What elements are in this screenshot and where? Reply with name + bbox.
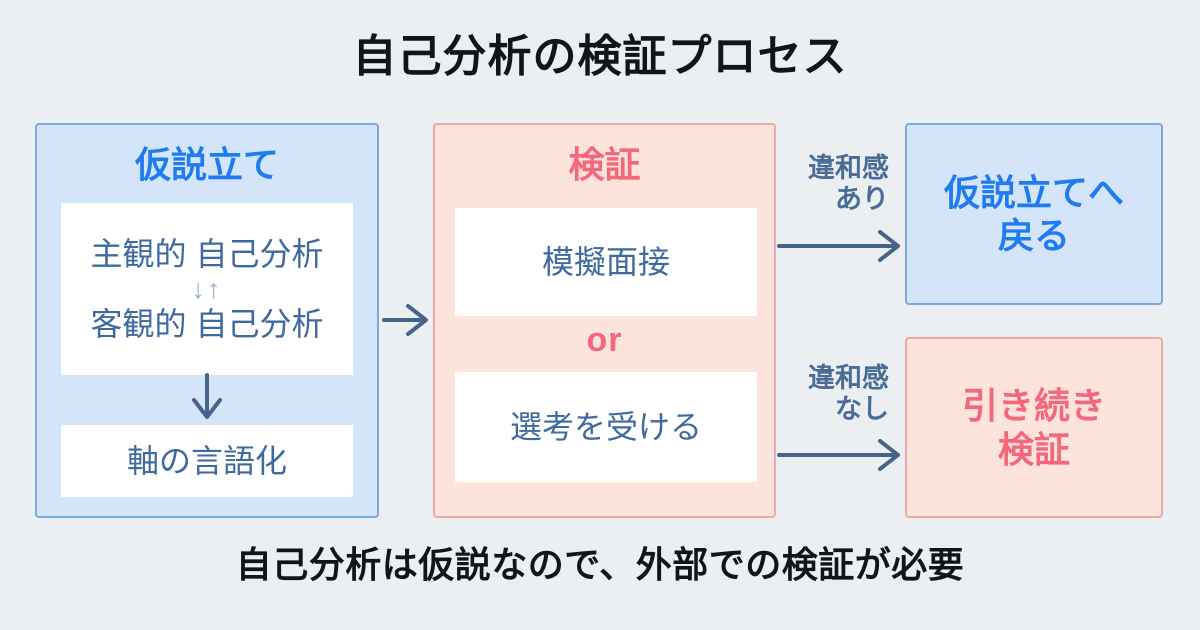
stage-label-continue-validation: 引き続き 検証 <box>961 385 1106 470</box>
stage-box-back-to-hypothesis: 仮説立てへ 戻る <box>905 123 1163 305</box>
stage-box-validation: 検証 模擬面接 or 選考を受ける <box>433 123 776 518</box>
stage-label-back-to-hypothesis: 仮説立てへ 戻る <box>943 171 1124 256</box>
arrow-right-icon-hypothesis-to-validation <box>382 304 428 336</box>
card-line-subjective: 主観的 自己分析 <box>90 236 324 272</box>
card-self-analysis: 主観的 自己分析 ↓↑ 客観的 自己分析 <box>61 203 353 375</box>
arrow-down-up-icon: ↓↑ <box>191 274 223 304</box>
card-mock-interview: 模擬面接 <box>455 208 757 316</box>
stage-heading-hypothesis: 仮説立て <box>134 144 279 185</box>
card-verbalize-axis: 軸の言語化 <box>61 425 353 497</box>
card-line-objective: 客観的 自己分析 <box>90 306 324 342</box>
page-caption: 自己分析は仮説なので、外部での検証が必要 <box>235 544 965 585</box>
page-title: 自己分析の検証プロセス <box>352 32 848 81</box>
stage-box-hypothesis: 仮説立て 主観的 自己分析 ↓↑ 客観的 自己分析 軸の言語化 <box>35 123 379 518</box>
stage-box-continue-validation: 引き続き 検証 <box>905 337 1163 518</box>
arrow-right-icon-validation-to-back <box>777 230 900 262</box>
card-take-selection: 選考を受ける <box>455 372 757 482</box>
branch-label-match: 違和感 なし <box>808 363 889 425</box>
arrow-right-icon-validation-to-continue <box>777 439 900 471</box>
stage-heading-validation: 検証 <box>568 144 641 185</box>
branch-label-mismatch: 違和感 あり <box>808 153 889 215</box>
or-divider-label: or <box>586 321 623 359</box>
